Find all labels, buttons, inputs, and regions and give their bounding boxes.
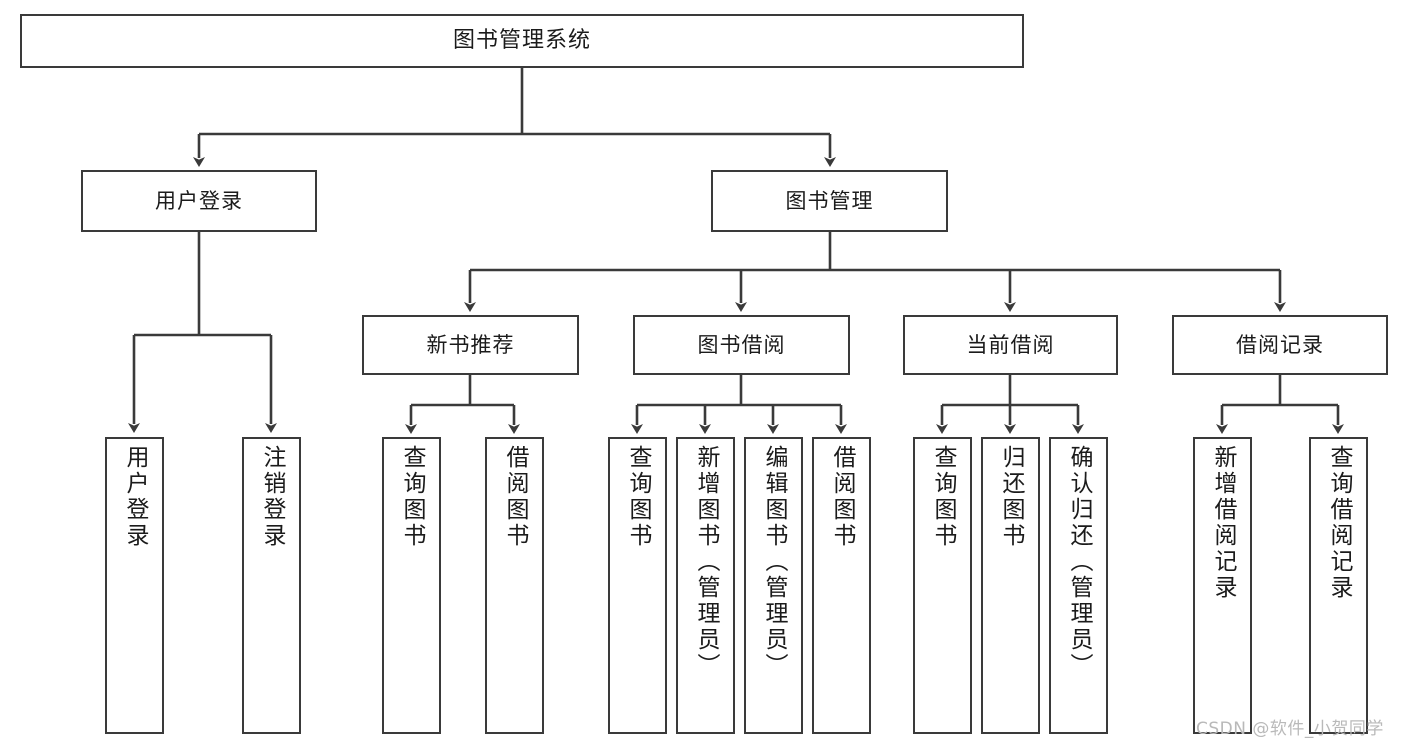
leaf-return-book-label: 归还图书 [998, 445, 1024, 549]
leaf-borrow-book-2-label: 借阅图书 [829, 445, 855, 549]
node-book-manage-label: 图书管理 [785, 188, 874, 213]
leaf-query-book-3-label: 查询图书 [930, 445, 956, 549]
leaf-query-borrow-record-label: 查询借阅记录 [1326, 445, 1352, 601]
leaf-borrow-book-1[interactable]: 借阅图书 [485, 437, 544, 734]
leaf-confirm-return-label: 确认归还（管理员） [1066, 445, 1092, 679]
leaf-query-book-2[interactable]: 查询图书 [608, 437, 667, 734]
node-root[interactable]: 图书管理系统 [20, 14, 1024, 68]
node-borrow-record[interactable]: 借阅记录 [1172, 315, 1388, 375]
node-user-login[interactable]: 用户登录 [81, 170, 317, 232]
leaf-query-borrow-record[interactable]: 查询借阅记录 [1309, 437, 1368, 734]
leaf-query-book-1[interactable]: 查询图书 [382, 437, 441, 734]
leaf-confirm-return[interactable]: 确认归还（管理员） [1049, 437, 1108, 734]
leaf-edit-book[interactable]: 编辑图书（管理员） [744, 437, 803, 734]
leaf-borrow-book-2[interactable]: 借阅图书 [812, 437, 871, 734]
leaf-query-book-2-label: 查询图书 [625, 445, 651, 549]
leaf-user-login[interactable]: 用户登录 [105, 437, 164, 734]
node-book-manage[interactable]: 图书管理 [711, 170, 948, 232]
leaf-borrow-book-1-label: 借阅图书 [502, 445, 528, 549]
node-borrow-record-label: 借阅记录 [1236, 332, 1324, 357]
node-book-borrow-label: 图书借阅 [697, 332, 786, 357]
leaf-add-book[interactable]: 新增图书（管理员） [676, 437, 735, 734]
leaf-add-borrow-record[interactable]: 新增借阅记录 [1193, 437, 1252, 734]
csdn-watermark: CSDN @软件_小贺同学 [1196, 719, 1384, 739]
node-new-book-recommend[interactable]: 新书推荐 [362, 315, 579, 375]
node-book-borrow[interactable]: 图书借阅 [633, 315, 850, 375]
node-user-login-label: 用户登录 [155, 188, 243, 213]
node-current-borrow[interactable]: 当前借阅 [903, 315, 1118, 375]
leaf-add-book-label: 新增图书（管理员） [693, 445, 719, 679]
leaf-logout-login-label: 注销登录 [259, 445, 285, 549]
leaf-return-book[interactable]: 归还图书 [981, 437, 1040, 734]
leaf-edit-book-label: 编辑图书（管理员） [761, 445, 787, 679]
node-new-book-recommend-label: 新书推荐 [426, 332, 515, 357]
leaf-query-book-1-label: 查询图书 [399, 445, 425, 549]
leaf-logout-login[interactable]: 注销登录 [242, 437, 301, 734]
leaf-query-book-3[interactable]: 查询图书 [913, 437, 972, 734]
leaf-user-login-label: 用户登录 [122, 445, 148, 549]
node-root-label: 图书管理系统 [452, 28, 591, 54]
leaf-add-borrow-record-label: 新增借阅记录 [1210, 445, 1236, 601]
node-current-borrow-label: 当前借阅 [966, 332, 1055, 357]
